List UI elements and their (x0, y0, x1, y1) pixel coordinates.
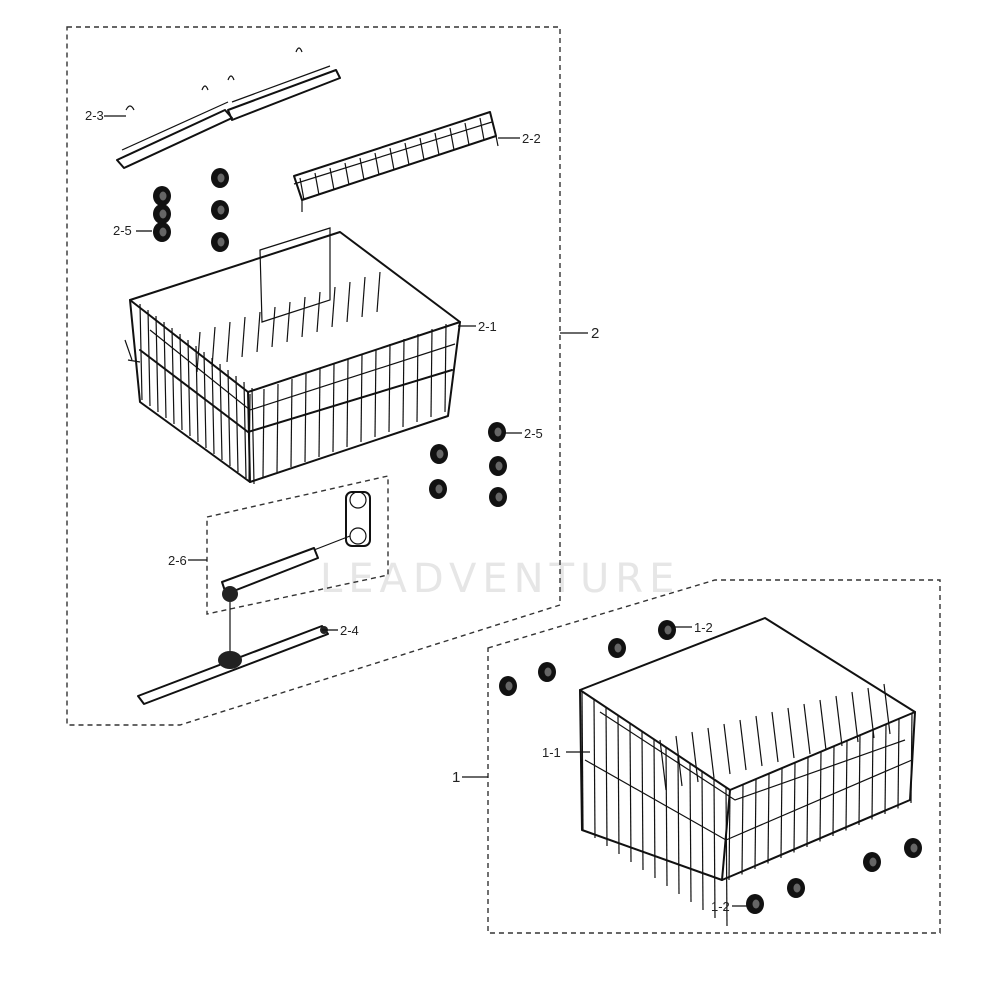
rollers-top-cluster[interactable] (153, 168, 229, 252)
upper-rack-part[interactable] (124, 227, 461, 485)
callout-2-6[interactable]: 2-6 (168, 553, 187, 568)
callout-2-5-side[interactable]: 2-5 (524, 426, 543, 441)
callout-1-2-top[interactable]: 1-2 (694, 620, 713, 635)
lower-rollers-bottom-cluster[interactable] (746, 838, 922, 914)
lower-assembly-outline (487, 579, 941, 934)
folding-tines-part[interactable] (116, 47, 341, 169)
callout-group-lower[interactable]: 1 (452, 769, 460, 786)
callout-1-2-bottom[interactable]: 1-2 (711, 899, 730, 914)
lower-rollers-top-cluster[interactable] (499, 620, 676, 696)
cup-shelf-part[interactable] (293, 111, 499, 212)
watermark-text: LEADVENTURE (320, 556, 680, 602)
callout-2-5-top[interactable]: 2-5 (113, 223, 132, 238)
lower-rack-part[interactable] (579, 617, 916, 927)
upper-assembly-outline (66, 26, 561, 726)
callout-2-3[interactable]: 2-3 (85, 108, 104, 123)
callout-2-1[interactable]: 2-1 (478, 319, 497, 334)
spray-arm-part[interactable] (137, 625, 329, 705)
callout-2-4[interactable]: 2-4 (340, 623, 359, 638)
callout-1-1[interactable]: 1-1 (542, 745, 561, 760)
callout-group-upper[interactable]: 2 (591, 325, 599, 342)
feed-pipe-part[interactable] (221, 491, 371, 602)
callout-2-2[interactable]: 2-2 (522, 131, 541, 146)
rollers-side-cluster[interactable] (429, 422, 507, 507)
